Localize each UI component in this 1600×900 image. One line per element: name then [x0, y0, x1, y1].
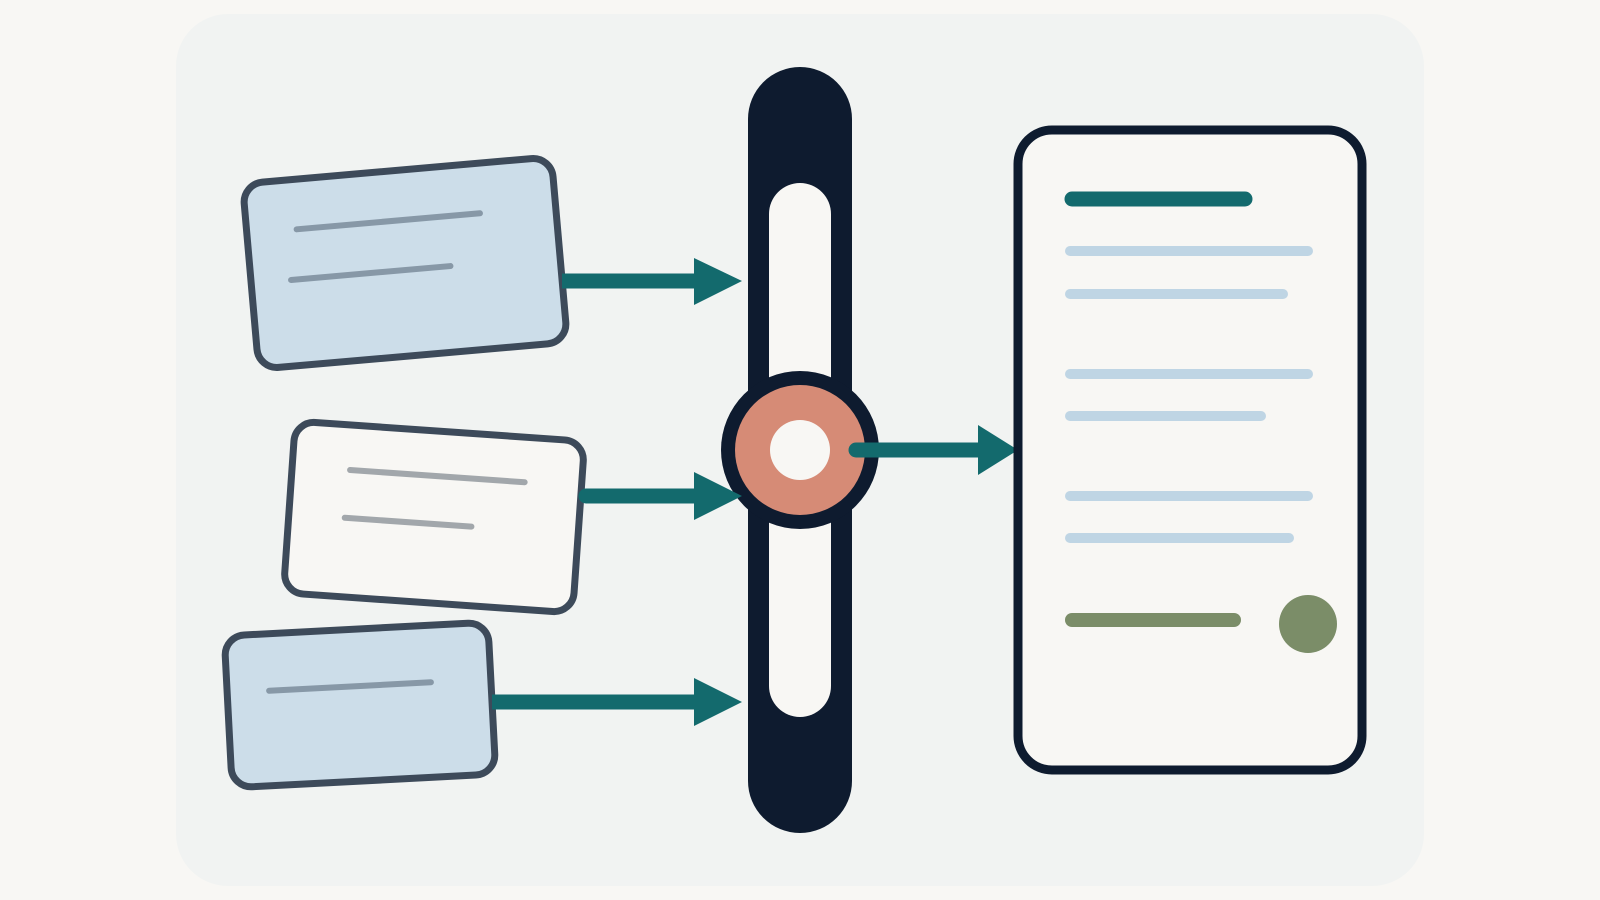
input-card-2-line	[347, 467, 528, 486]
funnel-hub-icon	[721, 67, 879, 833]
arrowhead-icon	[978, 425, 1018, 475]
output-document-body	[1013, 125, 1367, 775]
input-card-3-body	[221, 619, 499, 791]
input-card-2	[281, 418, 587, 616]
input-card-2-body	[281, 418, 587, 616]
input-card-1-body	[240, 155, 570, 371]
document-status-dot	[1279, 595, 1337, 653]
output-arrow	[848, 425, 1018, 475]
arrowhead-icon	[694, 258, 742, 305]
input-arrow-2	[578, 472, 742, 520]
input-card-1	[240, 155, 570, 371]
input-card-3-line	[266, 679, 434, 694]
input-card-1-line	[293, 210, 483, 233]
arrowhead-icon	[694, 678, 742, 726]
input-card-2-line	[341, 514, 475, 530]
input-arrow-1	[562, 258, 742, 305]
hub-center-dot	[770, 420, 830, 480]
arrowhead-icon	[694, 472, 742, 520]
input-card-3	[221, 619, 499, 791]
input-card-1-line	[288, 263, 454, 283]
input-arrow-3	[492, 678, 742, 726]
document-icon	[1013, 125, 1367, 775]
